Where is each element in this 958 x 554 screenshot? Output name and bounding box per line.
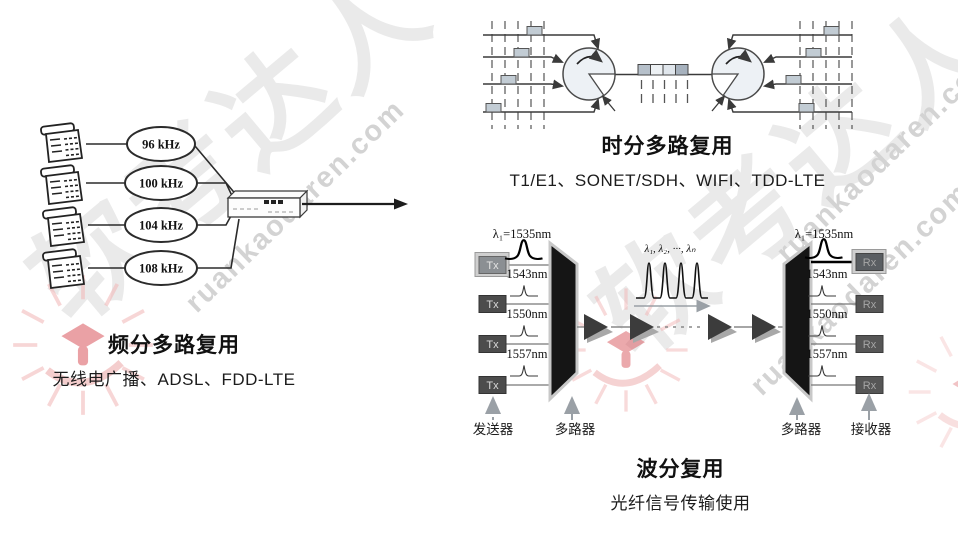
watermark-brand-text: 软考达人 — [7, 0, 456, 346]
fdm-title: 频分多路复用 — [108, 334, 240, 357]
wdm-title: 波分复用 — [636, 458, 725, 481]
wdm-caption: 波分复用 光纤信号传输使用 — [528, 453, 833, 514]
fdm-caption: 频分多路复用 无线电广播、ADSL、FDD-LTE — [28, 329, 320, 390]
tdm-title: 时分多路复用 — [601, 135, 734, 158]
fdm-examples: 无线电广播、ADSL、FDD-LTE — [52, 370, 296, 389]
tdm-caption: 时分多路复用 T1/E1、SONET/SDH、WIFI、TDD-LTE — [470, 130, 865, 191]
tdm-examples: T1/E1、SONET/SDH、WIFI、TDD-LTE — [509, 171, 826, 190]
wdm-examples: 光纤信号传输使用 — [610, 494, 751, 513]
